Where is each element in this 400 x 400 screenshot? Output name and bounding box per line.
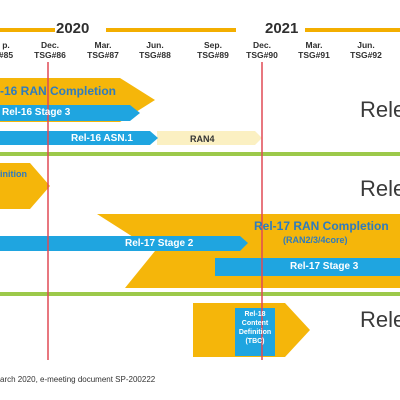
tick-label-7: Jun.TSG#92	[350, 40, 382, 60]
year-bar-2020-right	[106, 28, 236, 32]
tick-label-1: Dec.TSG#86	[34, 40, 66, 60]
rel16-ran4-label: RAN4	[190, 134, 215, 144]
tick-label-3: Jun.TSG#88	[139, 40, 171, 60]
rel17-stage3-label: Rel-17 Stage 3	[290, 261, 359, 272]
year-bar-2021-right	[305, 28, 400, 32]
rel18-release-label: Rele	[360, 307, 400, 332]
rel17-stage2-label: Rel-17 Stage 2	[125, 238, 194, 249]
rel16-ran4-bar	[157, 131, 262, 145]
year-2021-label: 2021	[265, 20, 299, 37]
rel16-stage3-arrow	[0, 105, 140, 121]
rel17-separator	[0, 292, 400, 296]
tick-label-2: Mar.TSG#87	[87, 40, 119, 60]
tick-label-5: Dec.TSG#90	[246, 40, 278, 60]
rel18-content-definition: Rel-18 Content Definition (TBC)	[238, 311, 272, 345]
footer-source-note: arch 2020, e-meeting document SP-200222	[0, 375, 156, 384]
rel16-asn1-arrow	[0, 131, 158, 145]
rel16-stage3-label: Rel-16 Stage 3	[2, 107, 71, 118]
year-2020-label: 2020	[56, 20, 90, 37]
tick-label-0: p.#85	[0, 40, 14, 60]
rel16-release-label: Rele	[360, 97, 400, 122]
tick-label-4: Sep.TSG#89	[197, 40, 229, 60]
rel18-content-box	[235, 308, 275, 356]
mid-definition-arrow	[0, 163, 50, 209]
mid-release-label: Rele	[360, 176, 400, 201]
rel17-ran-completion-sub: (RAN2/3/4core)	[283, 235, 348, 245]
rel17-ran-completion-label: Rel-17 RAN Completion	[254, 219, 389, 233]
rel17-stage2-arrow	[0, 236, 248, 251]
year-bar-2020-left	[0, 28, 55, 32]
rel16-asn1-label: Rel-16 ASN.1	[71, 133, 133, 144]
rel16-separator	[0, 152, 400, 156]
tick-label-6: Mar.TSG#91	[298, 40, 330, 60]
rel16-ran-completion-label: -16 RAN Completion	[0, 84, 117, 98]
mid-definition-label: inition	[0, 169, 27, 179]
